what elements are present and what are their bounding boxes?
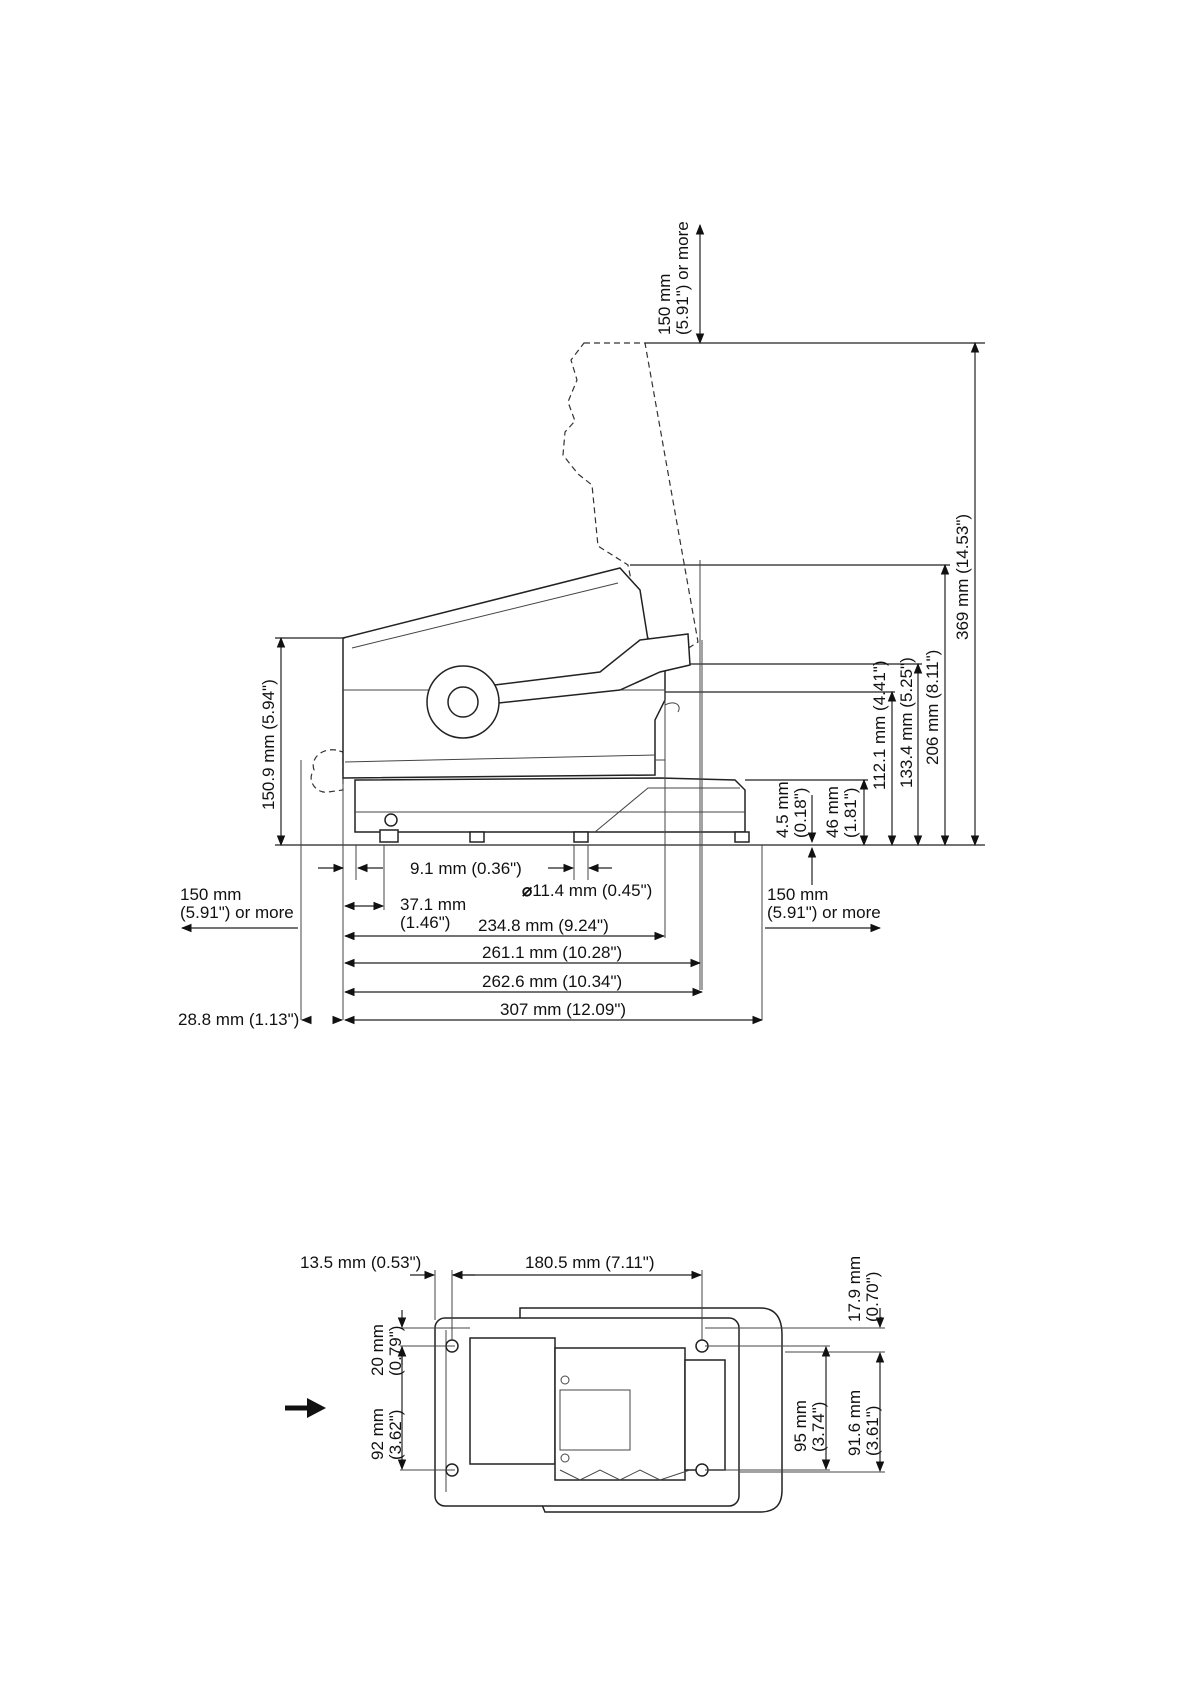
height-46-label: 46 mm (1.81"): [823, 781, 860, 838]
height-open-label: 369 mm (14.53"): [953, 514, 972, 640]
spacing-91-6-label: 91.6 mm (3.61"): [845, 1385, 882, 1456]
width-261-label: 261.1 mm (10.28"): [482, 943, 622, 962]
width-180-label: 180.5 mm (7.11"): [525, 1253, 655, 1272]
width-37-label: 37.1 mm (1.46"): [400, 895, 471, 932]
foot-diameter-label: ⌀11.4 mm (0.45"): [522, 881, 652, 900]
height-4-5-label: 4.5 mm (0.18"): [773, 777, 810, 838]
right-arrow-icon: [285, 1398, 326, 1418]
foot-offset-label: 9.1 mm (0.36"): [410, 859, 522, 878]
offset-20-label: 20 mm (0.79"): [368, 1319, 405, 1376]
height-112-label: 112.1 mm (4.41"): [870, 661, 889, 791]
left-clearance-label: 150 mm (5.91") or more: [180, 885, 294, 922]
width-234-label: 234.8 mm (9.24"): [478, 916, 609, 935]
printer-bottom-body: [434, 1307, 783, 1513]
side-view: 150 mm (5.91") or more 369 mm (14.53") 2…: [178, 221, 985, 1029]
height-133-label: 133.4 mm (5.25"): [897, 657, 916, 788]
height-body-label: 150.9 mm (5.94"): [259, 679, 278, 810]
top-clearance-label: 150 mm (5.91") or more: [655, 221, 692, 335]
width-307-label: 307 mm (12.09"): [500, 1000, 626, 1019]
width-262-label: 262.6 mm (10.34"): [482, 972, 622, 991]
offset-17-9-label: 17.9 mm (0.70"): [845, 1251, 882, 1322]
bottom-view: 13.5 mm (0.53") 180.5 mm (7.11") 17.9 mm…: [285, 1251, 885, 1513]
height-cover-label: 206 mm (8.11"): [923, 650, 942, 765]
printer-side-body: [310, 342, 750, 843]
right-clearance-label: 150 mm (5.91") or more: [767, 885, 881, 922]
spacing-92-label: 92 mm (3.62"): [368, 1403, 405, 1460]
offset-13-5-label: 13.5 mm (0.53"): [300, 1253, 421, 1272]
spacing-95-label: 95 mm (3.74"): [791, 1395, 828, 1452]
rear-overhang-label: 28.8 mm (1.13"): [178, 1010, 299, 1029]
